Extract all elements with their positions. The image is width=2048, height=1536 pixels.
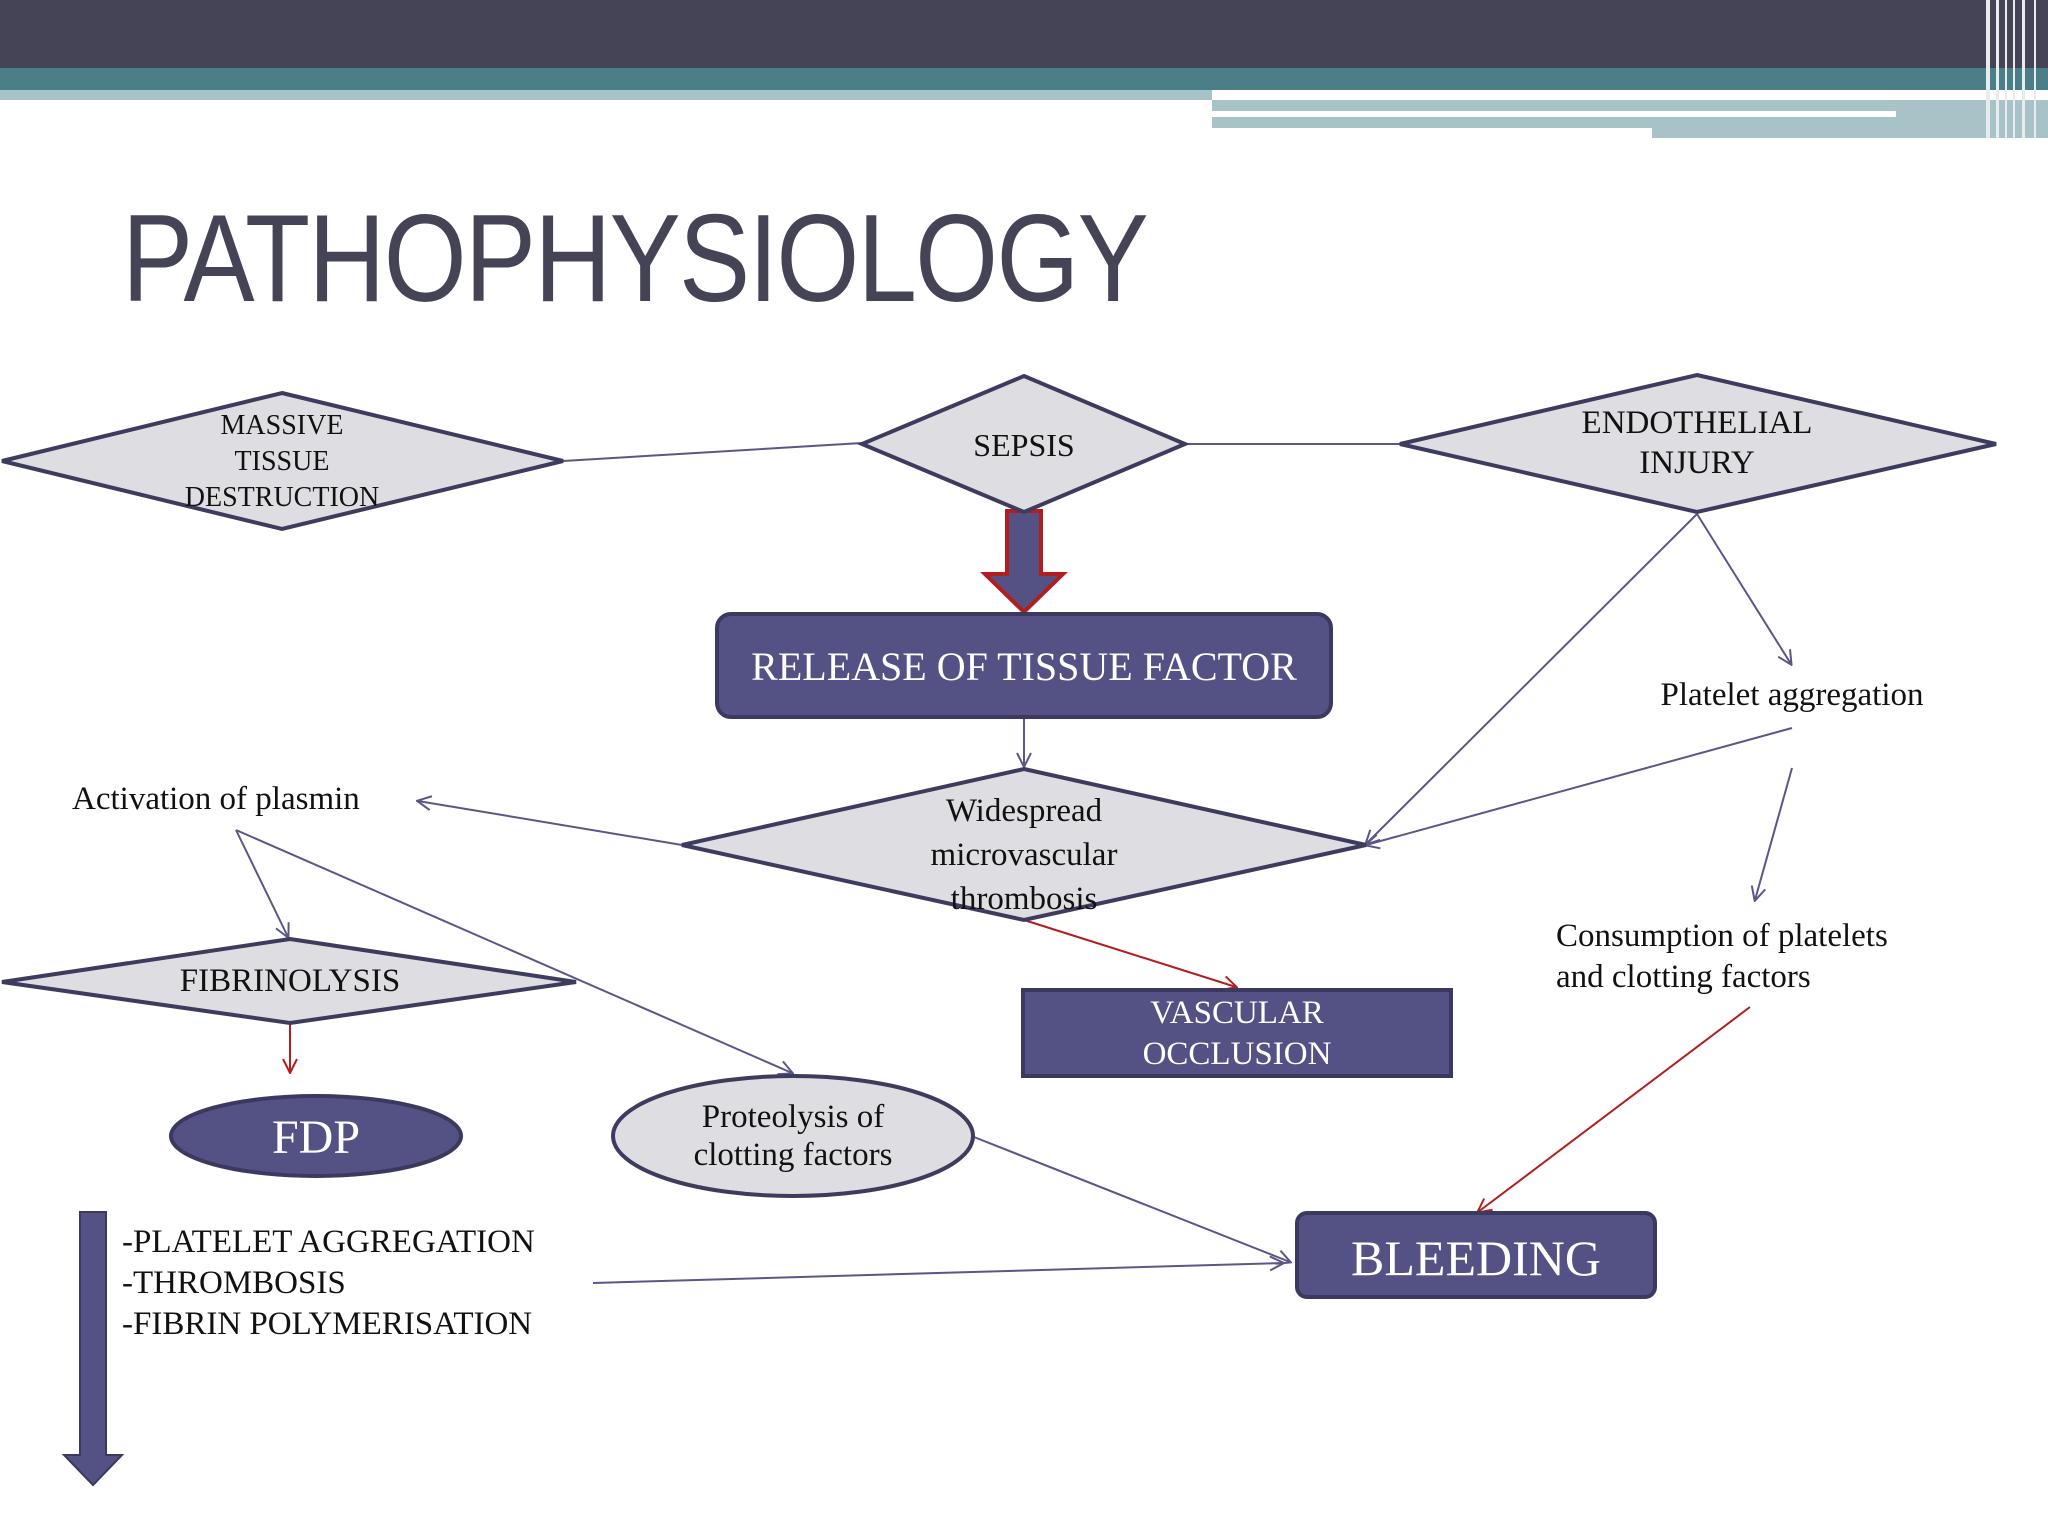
arrow-platelet-to-consumption [1755,767,1793,900]
proteolysis-ellipse [611,1074,975,1198]
endothelial-injury-label: ENDOTHELIAL INJURY [1581,405,1813,481]
arrow-thrombosis-to-plasmin [418,801,683,846]
decrease-arrow [61,1211,125,1487]
arrow-plasmin-to-proteolysis [235,829,792,1073]
arrow-list-to-bleeding [592,1263,1283,1284]
massive-tissue-destruction-label: MASSIVE TISSUE DESTRUCTION [184,410,380,513]
vascular-occlusion-label: VASCULAR OCCLUSION [1142,995,1332,1072]
massive-tissue-destruction-diamond [1,390,564,532]
arrow-consumption-to-bleeding [1478,1006,1751,1212]
arrow-proteolysis-to-bleeding [973,1136,1290,1262]
connectors [235,442,1793,1284]
bleeding-label: BLEEDING [1351,1230,1601,1286]
arrow-endothelial-to-platelet [1696,513,1791,664]
endothelial-injury-diamond [1399,372,1997,515]
arrow-platelet-to-thrombosis [1366,727,1793,845]
vascular-occlusion-box [1021,988,1453,1078]
widespread-thrombosis-diamond [681,766,1367,923]
fdp-ellipse [169,1094,463,1178]
fdp-label: FDP [271,1111,361,1164]
bleeding-box [1295,1211,1657,1299]
block-arrow-down [980,509,1068,615]
widespread-thrombosis-label: Widespread microvascular thrombosis [930,793,1118,917]
decreased-list-label: -PLATELET AGGREGATION -THROMBOSIS -FIBRI… [122,1224,535,1342]
fibrinolysis-label: FIBRINOLYSIS [179,963,401,999]
sepsis-label: SEPSIS [973,427,1075,463]
header-band [0,0,2048,138]
consumption-label: Consumption of platelets and clotting fa… [1556,918,1888,995]
proteolysis-label: Proteolysis of clotting factors [693,1099,893,1173]
arrow-thrombosis-to-occlusion [1023,919,1236,987]
sepsis-diamond [856,373,1191,515]
activation-of-plasmin-label: Activation of plasmin [72,781,360,817]
fibrinolysis-diamond [1,936,577,1026]
release-of-tissue-factor-label: RELEASE OF TISSUE FACTOR [751,644,1297,689]
slide-title: PATHOPHYSIOLOGY [122,190,1149,328]
arrow-plasmin-to-fibrinolysis [235,829,288,937]
release-of-tissue-factor-box [715,612,1333,719]
connector-massive-to-sepsis [562,442,863,462]
arrow-endothelial-to-thrombosis [1366,513,1698,844]
platelet-aggregation-label: Platelet aggregation [1660,677,1924,713]
